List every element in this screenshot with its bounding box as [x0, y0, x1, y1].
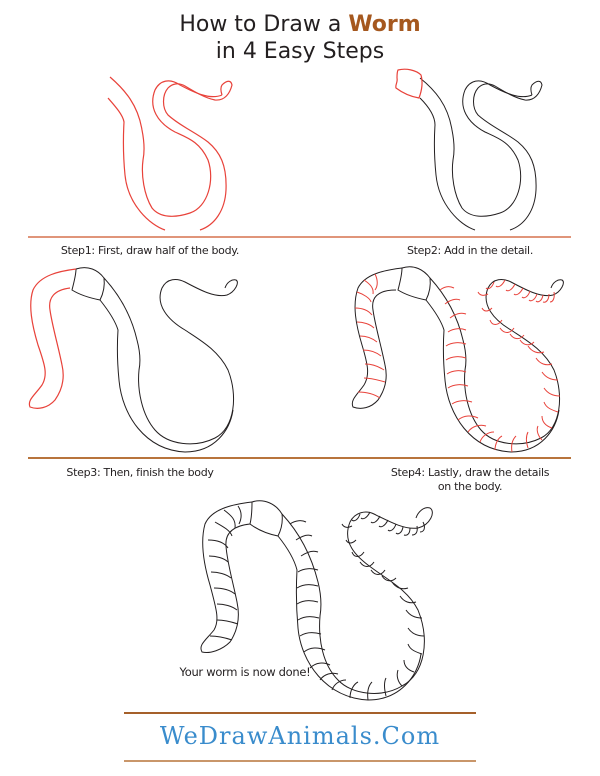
footer-divider-top: [124, 712, 476, 714]
step2-caption: Step2: Add in the detail.: [406, 244, 534, 257]
footer-divider-bottom: [124, 760, 476, 762]
divider-row1: [28, 236, 571, 238]
title-prefix: How to Draw a: [179, 12, 349, 37]
step4-caption-line2: on the body.: [437, 480, 503, 493]
title-accent-word: Worm: [348, 12, 421, 37]
page-subtitle: in 4 Easy Steps: [215, 39, 385, 64]
site-logo[interactable]: WeDrawAnimals.Com: [159, 722, 441, 750]
page-title: How to Draw a Worm: [0, 12, 600, 38]
step3-drawing: [28, 267, 238, 453]
step4-caption-line1: Step4: Lastly, draw the details: [390, 466, 550, 479]
step2-drawing: [395, 68, 543, 231]
step4-drawing: [351, 266, 564, 453]
step1-caption: Step1: First, draw half of the body.: [60, 244, 240, 257]
final-caption: Your worm is now done!: [179, 665, 311, 679]
final-drawing: [200, 500, 433, 701]
divider-row2: [28, 457, 571, 459]
step3-caption: Step3: Then, finish the body: [66, 466, 214, 479]
step1-drawing: [107, 76, 233, 231]
